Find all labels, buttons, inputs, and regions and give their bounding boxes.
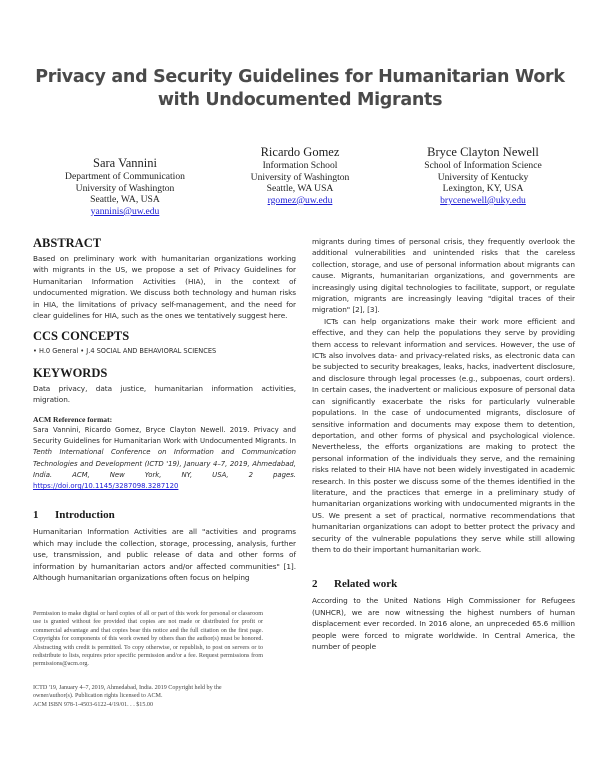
author-institution: University of Washington <box>250 171 350 183</box>
author-name: Bryce Clayton Newell <box>427 145 539 159</box>
ccs-text: • H.0 General • J.4 SOCIAL AND BEHAVIORA… <box>33 347 217 356</box>
author-email-link[interactable]: brycenewell@uky.edu <box>440 194 526 206</box>
paper-title: Privacy and Security Guidelines for Huma… <box>0 66 600 112</box>
author-affiliation: Information School <box>262 160 338 171</box>
section-title: Introduction <box>55 509 115 522</box>
related-work-text: According to the United Nations High Com… <box>312 596 575 651</box>
footer-line-2: ACM ISBN 978-1-4503-6122-4/19/01. . . $1… <box>33 701 154 708</box>
reference-authors: Sara Vannini, Ricardo Gomez, Bryce Clayt… <box>33 425 296 445</box>
abstract-heading: ABSTRACT <box>33 236 102 250</box>
section-number: 2 <box>312 578 318 591</box>
author-email-link[interactable]: yanninis@uw.edu <box>90 205 160 217</box>
section-title: Related work <box>334 578 398 591</box>
introduction-continued-p1: migrants during times of personal crisis… <box>312 237 575 315</box>
title-line-2: with Undocumented Migrants <box>157 90 443 110</box>
author-affiliation: Department of Communication <box>65 171 185 182</box>
introduction-continued-p2: ICTs can help organizations make their w… <box>312 316 575 554</box>
section-1-heading: 1 Introduction <box>33 508 296 522</box>
reference-venue: Tenth International Conference on Inform… <box>33 448 296 479</box>
section-number: 1 <box>33 509 39 522</box>
permission-text: Permission to make digital or hard copie… <box>33 611 263 668</box>
keywords-heading: KEYWORDS <box>33 365 108 380</box>
author-location: Seattle, WA, USA <box>90 194 160 206</box>
abstract-text: Based on preliminary work with humanitar… <box>33 254 296 321</box>
section-2-heading: 2 Related work <box>312 577 575 591</box>
author-location: Seattle, WA USA <box>266 183 334 195</box>
footer-line-1: ICTD '19, January 4–7, 2019, Ahmedabad, … <box>33 685 222 700</box>
author-institution: University of Washington <box>75 182 175 194</box>
permission-notice: Permission to make digital or hard copie… <box>33 610 263 669</box>
author-email-link[interactable]: rgomez@uw.edu <box>267 194 333 206</box>
author-name: Sara Vannini <box>93 156 157 170</box>
author-institution: University of Kentucky <box>437 171 529 183</box>
right-column: migrants during times of personal crisis… <box>312 236 575 652</box>
author-block-1: Sara Vannini Department of Communication… <box>40 156 210 217</box>
copyright-footer: ICTD '19, January 4–7, 2019, Ahmedabad, … <box>33 684 263 709</box>
doi-link[interactable]: https://doi.org/10.1145/3287098.3287120 <box>33 482 179 491</box>
author-block-2: Ricardo Gomez Information School Univers… <box>215 145 385 206</box>
reference-format: ACM Reference format: Sara Vannini, Rica… <box>33 415 296 493</box>
ccs-heading: CCS CONCEPTS <box>33 329 130 344</box>
author-name: Ricardo Gomez <box>260 145 340 159</box>
reference-format-body: Sara Vannini, Ricardo Gomez, Bryce Clayt… <box>33 425 296 493</box>
author-block-3: Bryce Clayton Newell School of Informati… <box>393 145 573 206</box>
author-location: Lexington, KY, USA <box>442 183 524 195</box>
keywords-text: Data privacy, data justice, humanitarian… <box>33 383 296 405</box>
author-affiliation: School of Information Science <box>424 160 542 171</box>
left-column: ABSTRACT Based on preliminary work with … <box>33 236 296 583</box>
title-line-1: Privacy and Security Guidelines for Huma… <box>35 67 565 87</box>
introduction-text: Humanitarian Information Activities are … <box>33 527 296 583</box>
reference-format-heading: ACM Reference format: <box>33 414 113 424</box>
